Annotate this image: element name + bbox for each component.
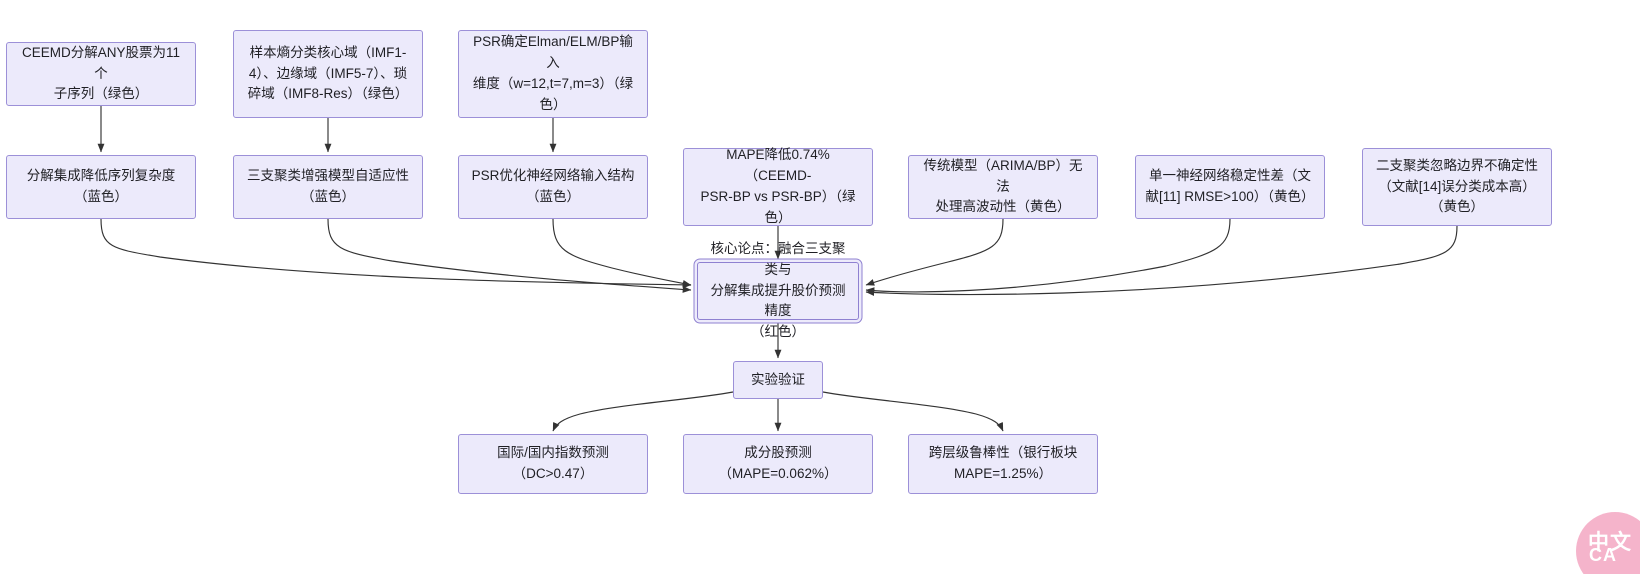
node-label: PSR确定Elman/ELM/BP输入 维度（w=12,t=7,m=3）（绿 色… bbox=[472, 34, 634, 112]
node-label: CEEMD分解ANY股票为11个 子序列（绿色） bbox=[21, 44, 181, 102]
node-ceemd-decompose[interactable]: CEEMD分解ANY股票为11个 子序列（绿色） bbox=[6, 42, 196, 106]
node-psr-optimizes-nn-input[interactable]: PSR优化神经网络输入结构 （蓝色） bbox=[458, 155, 648, 219]
node-result-index-forecast[interactable]: 国际/国内指数预测 （DC>0.47） bbox=[458, 434, 648, 494]
edge-exp-b3 bbox=[822, 391, 1004, 432]
node-result-constituent-stock[interactable]: 成分股预测 （MAPE=0.062%） bbox=[683, 434, 873, 494]
edge-m6-core bbox=[865, 218, 1231, 295]
node-result-cross-level-robustness[interactable]: 跨层级鲁棒性（银行板块 MAPE=1.25%） bbox=[908, 434, 1098, 494]
edge-exp-b1 bbox=[552, 391, 734, 432]
edge-m7-core bbox=[865, 225, 1458, 296]
node-experimental-validation[interactable]: 实验验证 bbox=[733, 361, 823, 399]
node-three-way-clustering-adaptivity[interactable]: 三支聚类增强模型自适应性 （蓝色） bbox=[233, 155, 423, 219]
node-label: 二支聚类忽略边界不确定性 （文献[14]误分类成本高） （黄色） bbox=[1376, 157, 1538, 215]
node-label: 跨层级鲁棒性（银行板块 MAPE=1.25%） bbox=[928, 445, 1078, 481]
node-label: PSR优化神经网络输入结构 （蓝色） bbox=[471, 168, 635, 204]
node-label: 单一神经网络稳定性差（文 献[11] RMSE>100）（黄色） bbox=[1145, 168, 1315, 204]
node-mape-reduction[interactable]: MAPE降低0.74%（CEEMD- PSR-BP vs PSR-BP）（绿 色… bbox=[683, 147, 873, 226]
node-psr-input-dimension[interactable]: PSR确定Elman/ELM/BP输入 维度（w=12,t=7,m=3）（绿 色… bbox=[458, 30, 648, 118]
edge-m5-core bbox=[865, 218, 1004, 286]
edge-m1-core bbox=[100, 218, 692, 289]
node-label: 传统模型（ARIMA/BP）无法 处理高波动性（黄色） bbox=[923, 157, 1083, 215]
node-label: 分解集成降低序列复杂度 （蓝色） bbox=[26, 168, 176, 204]
watermark-cn-text: 中文 bbox=[1588, 531, 1632, 554]
watermark-en-text: CA bbox=[1589, 545, 1617, 565]
node-label: 成分股预测 （MAPE=0.062%） bbox=[718, 445, 838, 481]
node-core-claim[interactable]: 核心论点：融合三支聚类与 分解集成提升股价预测精度 （红色） bbox=[697, 241, 859, 339]
edge-m2-core bbox=[327, 218, 692, 293]
node-label: 实验验证 bbox=[751, 371, 805, 387]
watermark-badge: 中文 CA bbox=[1576, 512, 1640, 574]
node-label: MAPE降低0.74%（CEEMD- PSR-BP vs PSR-BP）（绿 色… bbox=[700, 147, 856, 225]
node-label: 国际/国内指数预测 （DC>0.47） bbox=[497, 445, 609, 481]
node-label: 三支聚类增强模型自适应性 （蓝色） bbox=[247, 168, 409, 204]
node-label: 样本熵分类核心域（IMF1- 4）、边缘域（IMF5-7）、琐 碎域（IMF8-… bbox=[247, 44, 409, 102]
node-traditional-model-limitation[interactable]: 传统模型（ARIMA/BP）无法 处理高波动性（黄色） bbox=[908, 155, 1098, 219]
node-single-nn-instability[interactable]: 单一神经网络稳定性差（文 献[11] RMSE>100）（黄色） bbox=[1135, 155, 1325, 219]
node-label: 核心论点：融合三支聚类与 分解集成提升股价预测精度 （红色） bbox=[710, 240, 846, 340]
node-sample-entropy-domains[interactable]: 样本熵分类核心域（IMF1- 4）、边缘域（IMF5-7）、琐 碎域（IMF8-… bbox=[233, 30, 423, 118]
node-reduce-complexity[interactable]: 分解集成降低序列复杂度 （蓝色） bbox=[6, 155, 196, 219]
edge-m3-core bbox=[552, 218, 692, 287]
node-two-way-clustering-limitation[interactable]: 二支聚类忽略边界不确定性 （文献[14]误分类成本高） （黄色） bbox=[1362, 148, 1552, 226]
